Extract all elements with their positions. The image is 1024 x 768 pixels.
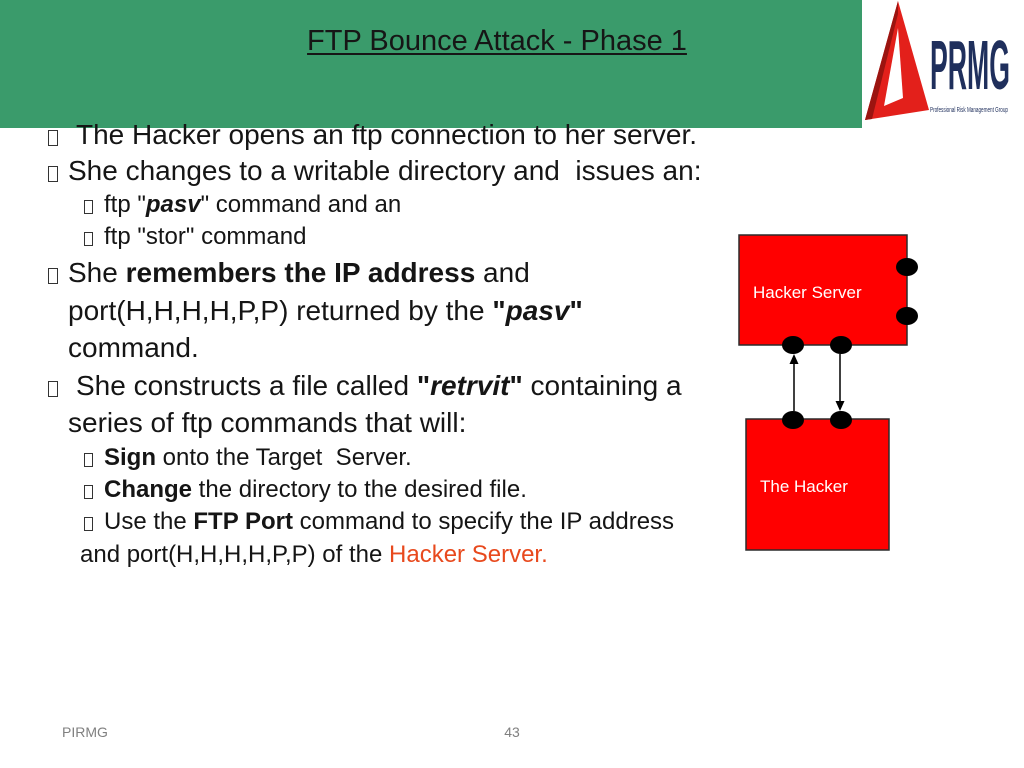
sub-bullet-ftp-port-line-2: and port(H,H,H,H,P,P) of the Hacker Serv… <box>80 539 548 571</box>
sub-bullet-text: the directory to the desired file. <box>192 476 527 503</box>
sub-bullet-text: ftp "stor" command <box>104 223 307 250</box>
hacker-server-label: Hacker Server <box>753 283 862 302</box>
sub-bullet-pasv: ftp "pasv" command and an <box>84 189 401 221</box>
page-number: 43 <box>504 724 520 740</box>
sub-bullet-change: Change the directory to the desired file… <box>84 474 527 506</box>
bullet-icon <box>48 130 58 146</box>
arrow-up-icon <box>789 354 799 364</box>
bullet-4-text: She constructs a file called <box>76 370 417 401</box>
hacker-server-box <box>738 234 908 346</box>
connector-dot <box>896 258 918 276</box>
sub-bullet-text: Use the <box>104 508 194 535</box>
arrow-down-icon <box>835 401 845 411</box>
sub-bullet-text: onto the Target Server. <box>156 444 412 471</box>
bullet-icon <box>84 485 93 499</box>
bullet-3-text: and <box>475 257 530 288</box>
connector-dot <box>896 307 918 325</box>
bullet-icon <box>84 453 93 467</box>
bullet-4-text: containing a <box>522 370 682 401</box>
retrvit-filename: retrvit <box>430 370 510 401</box>
bullet-icon <box>84 232 93 246</box>
connector-dot <box>830 336 852 354</box>
bullet-4-text: series of ftp commands that will: <box>68 407 467 438</box>
quote-mark: " <box>509 370 523 401</box>
sub-bullet-emphasis: Change <box>104 476 193 503</box>
connector-dot <box>782 336 804 354</box>
bullet-3-text: port(H,H,H,H,P,P) returned by the <box>68 295 493 326</box>
sub-bullet-text: ftp " <box>104 191 146 218</box>
slide-title: FTP Bounce Attack - Phase 1 <box>307 25 687 57</box>
sub-bullet-stor: ftp "stor" command <box>84 221 306 253</box>
pasv-command: pasv <box>505 295 570 326</box>
sub-bullet-sign: Sign onto the Target Server. <box>84 442 412 474</box>
bullet-icon <box>84 517 93 531</box>
bullet-3-text: She <box>68 257 126 288</box>
connector-dot <box>782 411 804 429</box>
sub-bullet-emphasis: FTP Port <box>193 508 293 535</box>
logo-spire-highlight <box>884 28 903 106</box>
bullet-4-line-2: series of ftp commands that will: <box>68 404 466 441</box>
logo-spire-shade <box>865 1 898 120</box>
bullet-2-text: She changes to a writable directory and … <box>68 155 702 186</box>
bullet-icon <box>48 268 58 284</box>
logo-tagline: Professional Risk Management Group <box>930 107 1008 114</box>
bullet-1: The Hacker opens an ftp connection to he… <box>48 116 697 153</box>
the-hacker-box <box>745 418 890 551</box>
quote-mark: " <box>416 370 431 401</box>
bullet-3-line-2: port(H,H,H,H,P,P) returned by the "pasv" <box>68 292 583 329</box>
quote-mark: " <box>492 295 506 326</box>
connector-dot <box>830 411 852 429</box>
bullet-3: She remembers the IP address and <box>48 254 530 291</box>
logo-wordmark: PRMG <box>930 26 1010 104</box>
pasv-command: pasv <box>145 191 201 218</box>
bullet-1-text: The Hacker opens an ftp connection to he… <box>76 119 698 150</box>
header-band <box>0 0 862 128</box>
company-logo: PRMG Professional Risk Management Group <box>862 0 1024 128</box>
bullet-3-text: command. <box>68 332 199 363</box>
footer-label: PIRMG <box>62 724 108 740</box>
bullet-3-line-3: command. <box>68 329 199 366</box>
bullet-icon <box>48 166 58 182</box>
quote-mark: " <box>569 295 583 326</box>
sub-bullet-text: command to specify the IP address <box>292 508 675 535</box>
sub-bullet-text: " command and an <box>200 191 402 218</box>
bullet-4: She constructs a file called "retrvit" c… <box>48 367 682 404</box>
sub-bullet-emphasis: Sign <box>104 444 156 471</box>
bullet-icon <box>84 200 93 214</box>
attack-diagram: Hacker Server The Hacker <box>738 234 918 551</box>
sub-bullet-text: and port(H,H,H,H,P,P) of the <box>80 541 390 568</box>
bullet-icon <box>48 381 58 397</box>
bullet-3-emphasis: remembers the IP address <box>125 257 476 288</box>
sub-bullet-ftp-port: Use the FTP Port command to specify the … <box>84 506 674 538</box>
hacker-server-highlight: Hacker Server. <box>389 541 548 568</box>
the-hacker-label: The Hacker <box>760 477 848 496</box>
bullet-2: She changes to a writable directory and … <box>48 152 701 189</box>
